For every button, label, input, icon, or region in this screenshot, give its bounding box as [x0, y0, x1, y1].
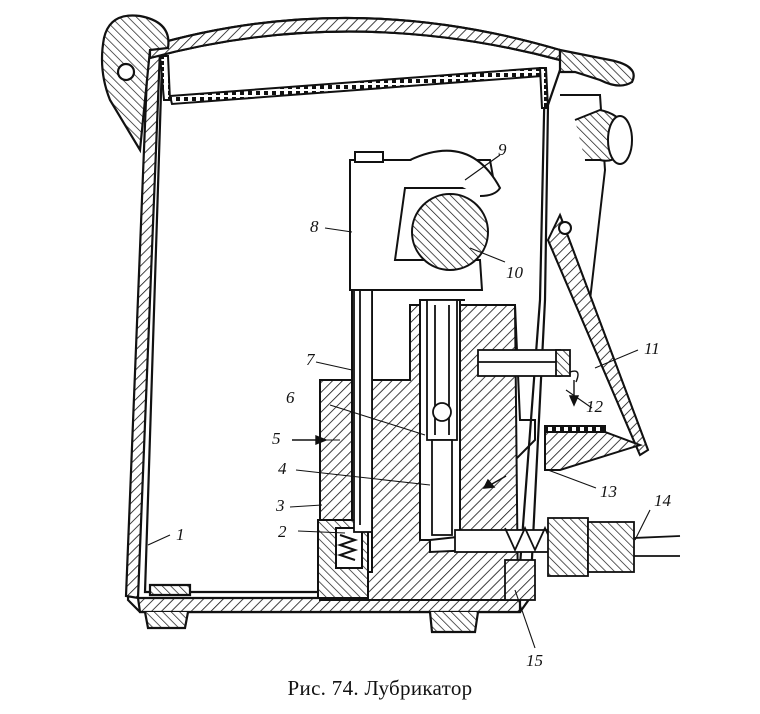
callout-10: 10 [506, 263, 524, 282]
callout-12: 12 [586, 397, 604, 416]
lid [100, 14, 635, 154]
callout-14: 14 [654, 491, 672, 510]
cam [409, 149, 502, 271]
callout-9: 9 [498, 140, 507, 159]
callout-5: 5 [272, 429, 281, 448]
callout-11: 11 [644, 339, 660, 358]
callout-13: 13 [600, 482, 617, 501]
callout-8: 8 [310, 217, 319, 236]
callout-labels: 1 2 3 4 5 6 7 8 9 10 11 12 13 14 15 [176, 140, 672, 670]
drip-tray [544, 425, 644, 471]
drive-lever [546, 94, 650, 457]
callout-3: 3 [275, 496, 285, 515]
callout-7: 7 [306, 350, 316, 369]
figure-caption: Рис. 74. Лубрикатор [0, 676, 760, 701]
adjust-screw [477, 349, 571, 377]
callout-15: 15 [526, 651, 543, 670]
leader-lines [147, 154, 651, 649]
caption-number: Рис. 74. [287, 676, 359, 700]
pusher-rod [353, 261, 376, 533]
caption-title: Лубрикатор [364, 676, 473, 700]
callout-4: 4 [278, 459, 287, 478]
callout-1: 1 [176, 525, 185, 544]
filter-gasket [158, 55, 550, 109]
callout-2: 2 [278, 522, 287, 541]
plunger [426, 299, 458, 536]
check-valve [454, 517, 681, 601]
flow-arrows [292, 370, 580, 489]
rocker-arm [349, 151, 497, 291]
housing [124, 48, 562, 634]
callout-6: 6 [286, 388, 295, 407]
